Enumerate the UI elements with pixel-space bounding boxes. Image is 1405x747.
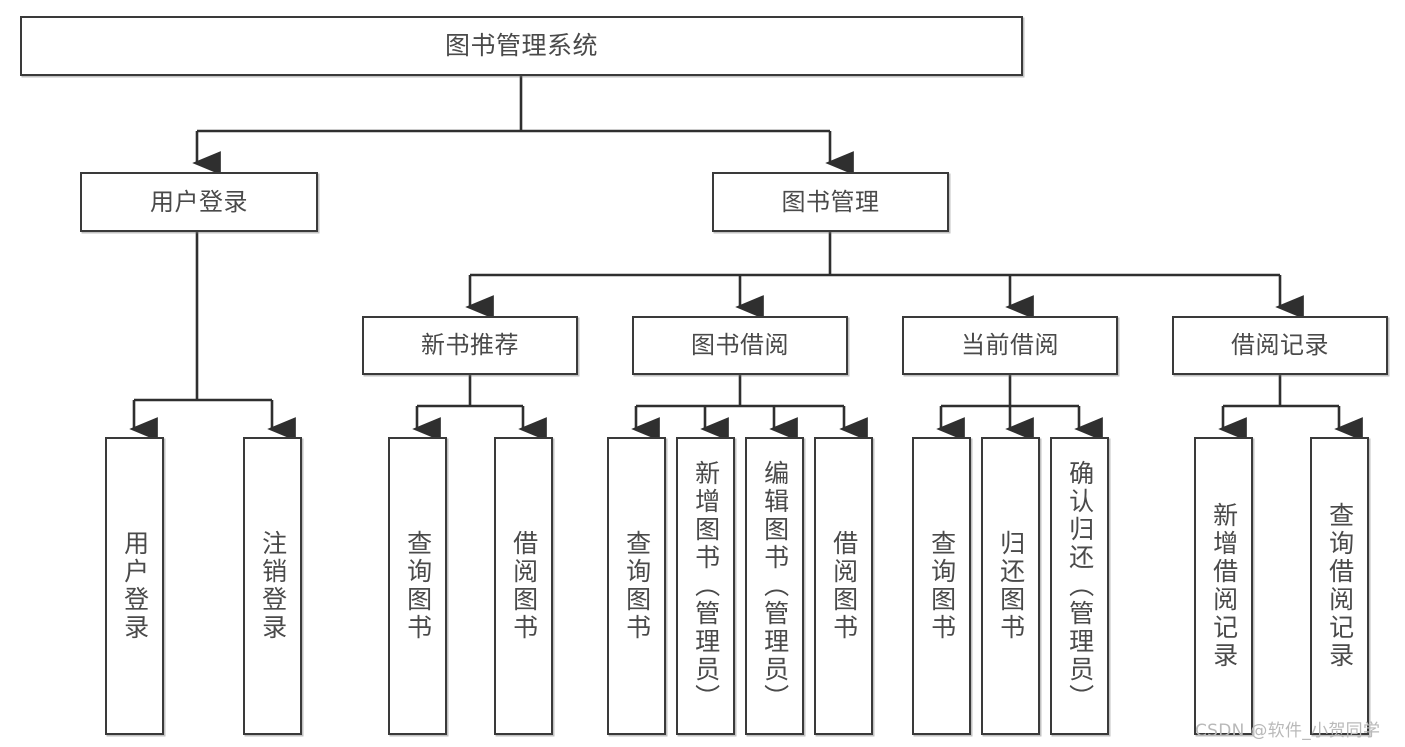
node-borrow-record-label: 借阅记录 — [1231, 331, 1329, 360]
node-leaf-query-book-3[interactable]: 查询图书 — [912, 437, 971, 735]
node-leaf-confirm-return-label: 确认归还（管理员） — [1065, 460, 1095, 712]
node-leaf-user-login[interactable]: 用户登录 — [105, 437, 164, 735]
node-user-login-label: 用户登录 — [150, 187, 248, 216]
node-leaf-query-book-2-label: 查询图书 — [622, 530, 652, 642]
node-leaf-add-book[interactable]: 新增图书（管理员） — [676, 437, 735, 735]
node-leaf-add-record[interactable]: 新增借阅记录 — [1194, 437, 1253, 735]
node-root[interactable]: 图书管理系统 — [20, 16, 1023, 76]
node-leaf-query-book-1-label: 查询图书 — [403, 530, 433, 642]
node-leaf-edit-book[interactable]: 编辑图书（管理员） — [745, 437, 804, 735]
node-leaf-logout-login[interactable]: 注销登录 — [243, 437, 302, 735]
node-user-login[interactable]: 用户登录 — [80, 172, 318, 232]
node-leaf-borrow-book-2-label: 借阅图书 — [829, 530, 859, 642]
node-leaf-borrow-book-2[interactable]: 借阅图书 — [814, 437, 873, 735]
node-leaf-borrow-book-1-label: 借阅图书 — [509, 530, 539, 642]
node-leaf-query-book-2[interactable]: 查询图书 — [607, 437, 666, 735]
node-current-borrow-label: 当前借阅 — [961, 331, 1059, 360]
node-leaf-query-record-label: 查询借阅记录 — [1325, 502, 1355, 670]
node-leaf-return-book[interactable]: 归还图书 — [981, 437, 1040, 735]
node-leaf-query-book-3-label: 查询图书 — [927, 530, 957, 642]
node-leaf-borrow-book-1[interactable]: 借阅图书 — [494, 437, 553, 735]
node-borrow-record[interactable]: 借阅记录 — [1172, 316, 1388, 375]
node-leaf-return-book-label: 归还图书 — [996, 530, 1026, 642]
node-book-borrow[interactable]: 图书借阅 — [632, 316, 848, 375]
node-leaf-query-record[interactable]: 查询借阅记录 — [1310, 437, 1369, 735]
node-root-label: 图书管理系统 — [444, 31, 598, 61]
node-book-borrow-label: 图书借阅 — [691, 331, 789, 360]
csdn-watermark: CSDN @软件_小贺同学 — [1195, 721, 1381, 741]
node-leaf-confirm-return[interactable]: 确认归还（管理员） — [1050, 437, 1109, 735]
node-leaf-add-book-label: 新增图书（管理员） — [691, 460, 721, 712]
node-book-manage-label: 图书管理 — [781, 187, 880, 216]
node-leaf-logout-login-label: 注销登录 — [258, 530, 288, 642]
node-current-borrow[interactable]: 当前借阅 — [902, 316, 1118, 375]
node-new-book-rec-label: 新书推荐 — [421, 331, 519, 360]
node-leaf-query-book-1[interactable]: 查询图书 — [388, 437, 447, 735]
node-new-book-rec[interactable]: 新书推荐 — [362, 316, 578, 375]
node-book-manage[interactable]: 图书管理 — [712, 172, 949, 232]
node-leaf-add-record-label: 新增借阅记录 — [1209, 502, 1239, 670]
node-leaf-user-login-label: 用户登录 — [120, 530, 150, 642]
node-leaf-edit-book-label: 编辑图书（管理员） — [760, 460, 790, 712]
